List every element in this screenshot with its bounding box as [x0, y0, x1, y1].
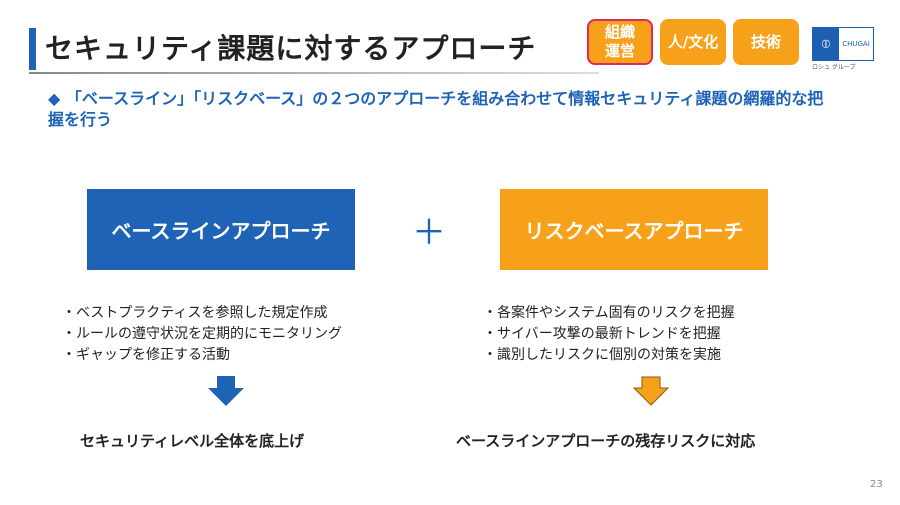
list-item: ・ギャップを修正する活動 [62, 347, 230, 363]
page-number: 23 [870, 479, 883, 490]
list-item: ・サイバー攻撃の最新トレンドを把握 [483, 326, 721, 342]
diamond-bullet-icon: ◆ [48, 89, 61, 108]
list-item: ・各案件やシステム固有のリスクを把握 [483, 305, 735, 321]
list-item: ・ルールの遵守状況を定期的にモニタリング [62, 326, 342, 342]
list-item: ・ベストプラクティスを参照した規定作成 [62, 305, 328, 321]
page-title: セキュリティ課題に対するアプローチ [45, 32, 537, 65]
baseline-list: ・ベストプラクティスを参照した規定作成 ・ルールの遵守状況を定期的にモニタリング… [62, 303, 342, 366]
down-arrow-icon [633, 376, 669, 406]
tag-organization: 組織運営 [587, 19, 653, 65]
down-arrow-icon [208, 376, 244, 406]
plus-icon: ＋ [412, 213, 446, 253]
roche-group-label: ロシュ グループ [812, 64, 856, 71]
risk-based-approach-box: リスクベースアプローチ [500, 189, 768, 270]
risk-list: ・各案件やシステム固有のリスクを把握 ・サイバー攻撃の最新トレンドを把握 ・識別… [483, 303, 735, 366]
title-underline [29, 72, 599, 74]
baseline-result: セキュリティレベル全体を底上げ [80, 432, 305, 450]
tag-people-culture: 人/文化 [660, 19, 726, 65]
list-item: ・識別したリスクに個別の対策を実施 [483, 347, 721, 363]
tag-technology: 技術 [733, 19, 799, 65]
title-accent-bar [29, 28, 36, 70]
risk-result: ベースラインアプローチの残存リスクに対応 [456, 432, 756, 450]
lead-text: ◆ 「ベースライン」「リスクベース」の２つのアプローチを組み合わせて情報セキュリ… [48, 89, 824, 129]
chugai-logo: ⦶CHUGAI [812, 27, 874, 61]
baseline-approach-box: ベースラインアプローチ [87, 189, 355, 270]
